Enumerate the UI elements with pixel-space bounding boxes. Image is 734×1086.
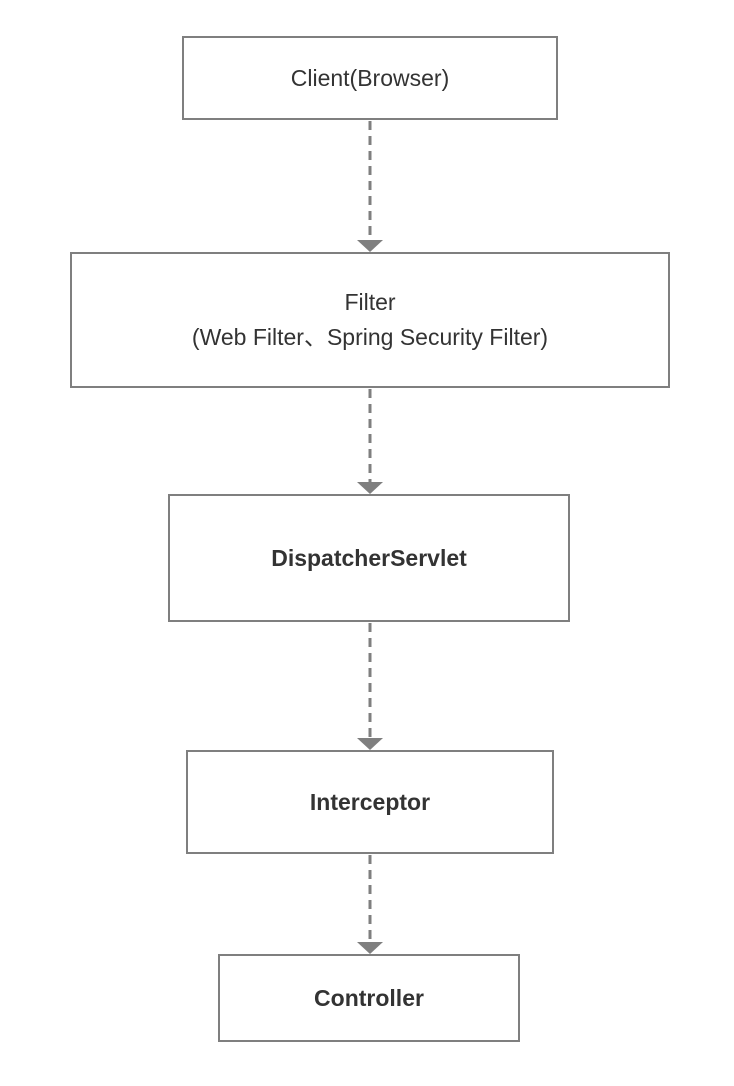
interceptor-node: Interceptor (186, 750, 554, 854)
arrow-interceptor-to-controller (357, 855, 383, 954)
filter-sublabel: (Web Filter、Spring Security Filter) (191, 324, 549, 350)
filter-label: Filter (344, 289, 396, 315)
arrow-filter-to-dispatcher (357, 389, 383, 494)
dispatcher-servlet-node: DispatcherServlet (168, 494, 570, 622)
client-browser-label: Client(Browser) (290, 64, 450, 91)
arrow-dispatcher-to-interceptor (357, 623, 383, 750)
controller-label: Controller (314, 984, 424, 1011)
client-browser-node: Client(Browser) (182, 36, 558, 120)
filter-node: Filter (Web Filter、Spring Security Filte… (70, 252, 670, 388)
dispatcher-servlet-label: DispatcherServlet (271, 544, 467, 571)
arrow-client-to-filter (357, 121, 383, 252)
interceptor-label: Interceptor (309, 788, 431, 815)
controller-node: Controller (218, 954, 520, 1042)
